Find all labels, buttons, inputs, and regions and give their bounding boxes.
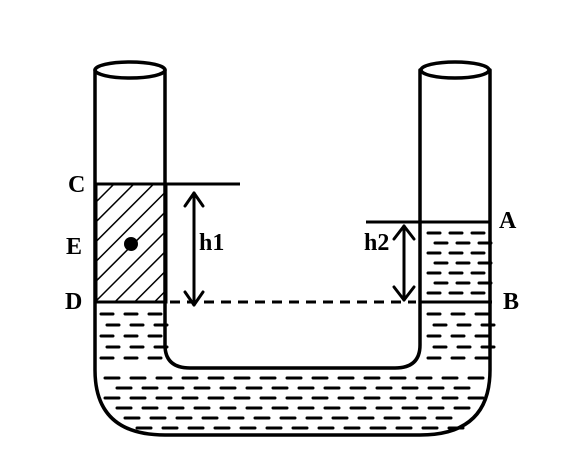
point-e-dot [124, 237, 138, 251]
u-tube-outer-wall [93, 68, 492, 437]
label-h1: h1 [199, 230, 224, 256]
u-tube-inner-wall [163, 68, 422, 370]
label-a: A [499, 208, 517, 234]
label-d: D [65, 289, 82, 315]
right-tube-opening [419, 60, 491, 80]
u-tube-walls [93, 60, 492, 437]
label-c: C [68, 172, 85, 198]
liquid-in-u-tube [99, 231, 496, 430]
label-h2: h2 [364, 230, 389, 256]
label-e: E [66, 234, 82, 260]
h1-arrow [183, 191, 205, 307]
h2-arrow [392, 224, 416, 302]
label-b: B [503, 289, 519, 315]
left-tube-opening [93, 60, 167, 80]
